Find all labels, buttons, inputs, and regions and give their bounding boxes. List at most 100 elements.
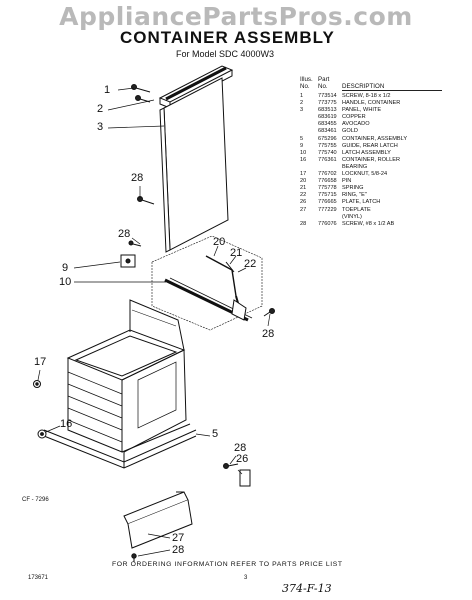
callout-1: 1 (104, 84, 111, 96)
part-description: PANEL, WHITE (342, 107, 382, 114)
part-number: 776076 (318, 220, 337, 227)
callout-2: 2 (97, 103, 104, 115)
illus-number: 16 (300, 156, 307, 163)
latch-guide-part (120, 240, 142, 268)
watermark-text: AppliancePartsPros.com (59, 2, 413, 31)
part-number: 776665 (318, 199, 337, 206)
parts-table-row: 26 776665 PLATE, LATCH (300, 199, 472, 206)
callout-20: 20 (213, 236, 226, 248)
callout-5: 5 (212, 428, 219, 440)
toeplate-part (123, 491, 193, 549)
parts-table-row: (VINYL) (300, 214, 472, 221)
part-description: COPPER (342, 114, 366, 121)
part-number: 775755 (318, 142, 337, 149)
part-description: HANDLE, CONTAINER (342, 100, 401, 107)
illus-number: 22 (300, 192, 307, 199)
header-part: Part (318, 76, 330, 83)
callout-22: 22 (244, 258, 257, 270)
part-description: PLATE, LATCH (342, 199, 381, 206)
part-description: SCREW, #8 x 1/2 AB (342, 220, 395, 227)
header-illus: Illus. (300, 76, 313, 83)
part-description: CONTAINER, ASSEMBLY (342, 135, 408, 142)
header-rule (342, 90, 442, 91)
screw-parts (131, 84, 151, 103)
part-description: GUIDE, REAR LATCH (342, 142, 398, 149)
part-number: 775740 (318, 149, 337, 156)
parts-table-row: BEARING (300, 164, 472, 171)
part-number: 775715 (318, 192, 337, 199)
callout-21: 21 (230, 247, 243, 259)
parts-table-row: 5 675296 CONTAINER, ASSEMBLY (300, 136, 472, 143)
illus-number: 10 (300, 149, 307, 156)
callout-9: 9 (62, 262, 69, 274)
part-description: PIN (342, 178, 352, 185)
part-description: GOLD (342, 128, 358, 135)
callout-28-a: 28 (131, 172, 144, 184)
callout-17: 17 (34, 356, 47, 368)
part-description: RING, "E" (342, 192, 367, 199)
callout-26: 26 (236, 453, 249, 465)
page-number: 3 (244, 575, 248, 581)
illus-number: 26 (300, 199, 307, 206)
parts-table-row: 27 777229 TOEPLATE (300, 207, 472, 214)
illus-number: 9 (300, 142, 304, 149)
callout-16: 16 (60, 418, 73, 430)
part-number: 683455 (318, 121, 337, 128)
part-description: AVOCADO (342, 121, 370, 128)
part-number: 777229 (318, 206, 337, 213)
diagram-title: CONTAINER ASSEMBLY (120, 28, 335, 47)
header-illus-no: No. (300, 83, 310, 90)
part-number: 675296 (318, 135, 337, 142)
parts-table-row: 683455 AVOCADO (300, 121, 472, 128)
part-description: BEARING (342, 163, 368, 170)
callout-27: 27 (172, 532, 185, 544)
parts-table-row: 28 776076 SCREW, #8 x 1/2 AB (300, 221, 472, 228)
ordering-info-footer: FOR ORDERING INFORMATION REFER TO PARTS … (112, 561, 343, 568)
callout-10: 10 (59, 276, 72, 288)
illus-number: 20 (300, 178, 307, 185)
part-description: (VINYL) (342, 213, 362, 220)
part-description: TOEPLATE (342, 206, 371, 213)
part-number: 683461 (318, 128, 337, 135)
part-number: 773775 (318, 100, 337, 107)
part-description: CONTAINER, ROLLER (342, 156, 401, 163)
callout-28-c: 28 (262, 328, 275, 340)
diagram-subtitle: For Model SDC 4000W3 (176, 49, 275, 59)
handwritten-note: 374-F-13 (282, 582, 332, 595)
callout-28-d: 28 (234, 442, 247, 454)
parts-table-row: 683461 GOLD (300, 128, 472, 135)
part-description: LOCKNUT, 5/8-24 (342, 171, 388, 178)
parts-table-row: 9 775755 GUIDE, REAR LATCH (300, 143, 472, 150)
part-description: SPRING (342, 185, 364, 192)
illus-number: 1 (300, 93, 304, 99)
panel-part (159, 77, 229, 253)
callout-28-e: 28 (172, 544, 185, 556)
parts-table-row: 21 775778 SPRING (300, 185, 472, 192)
part-number: 683513 (318, 107, 337, 114)
parts-table-row: 22 775715 RING, "E" (300, 192, 472, 199)
illus-number: 28 (300, 220, 307, 227)
footer-code: 173671 (28, 575, 49, 581)
diagram-code: CF - 7296 (22, 497, 49, 503)
part-number: 775778 (318, 185, 337, 192)
illus-number: 5 (300, 135, 304, 142)
header-description: DESCRIPTION (342, 83, 385, 90)
callout-3: 3 (97, 121, 104, 133)
part-number: 683619 (318, 114, 337, 121)
illus-number: 21 (300, 185, 307, 192)
header-part-no: No. (318, 83, 328, 90)
part-description: SCREW, 8-18 x 1/2 (342, 93, 391, 99)
callout-28-b: 28 (118, 228, 131, 240)
illus-number: 27 (300, 206, 307, 213)
container-part (43, 299, 197, 469)
